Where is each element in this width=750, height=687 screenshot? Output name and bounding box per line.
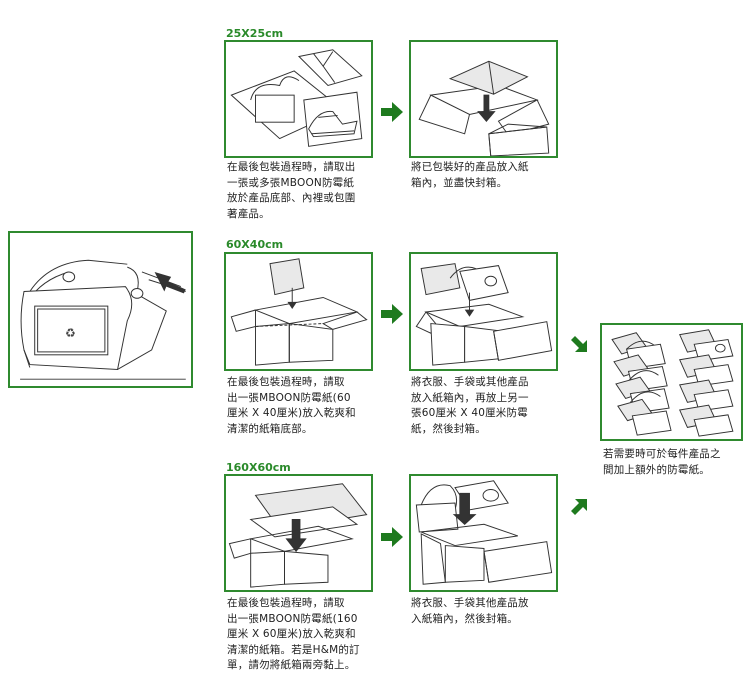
caption-row2-left: 在最後包裝過程時，請取 出一張MBOON防霉紙(60 厘米 X 40厘米)放入乾… bbox=[227, 376, 356, 435]
down-right-arrow-icon bbox=[569, 334, 589, 358]
panel-row1-items-in-bag bbox=[224, 40, 373, 158]
panel-row1-box bbox=[409, 40, 558, 158]
section-label-25x25: 25X25cm bbox=[226, 27, 284, 40]
caption-row2-right: 將衣服、手袋或其他產品 放入紙箱內，再放上另一 張60厘米 X 40厘米防霉 紙… bbox=[411, 376, 529, 435]
caption-row3-left: 在最後包裝過程時，請取 出一張MBOON防霉紙(160 厘米 X 60厘米)放入… bbox=[227, 597, 360, 671]
caption-row1-left: 在最後包裝過程時，請取出 一張或多張MBOON防霉紙 放於產品底部、內裡或包圍 … bbox=[227, 161, 356, 220]
right-arrow-icon bbox=[381, 527, 403, 551]
up-right-arrow-icon bbox=[569, 497, 589, 521]
caption-far-right: 若需要時可於每件產品之 間加上額外的防霉紙。 bbox=[603, 448, 721, 476]
right-arrow-icon bbox=[381, 102, 403, 126]
panel-bag-sticker: ♻ bbox=[8, 231, 193, 388]
section-label-60x40: 60X40cm bbox=[226, 238, 284, 251]
section-label-160x60: 160X60cm bbox=[226, 461, 291, 474]
panel-row3-products-in-box bbox=[409, 474, 558, 592]
panel-row3-sheet-into-box bbox=[224, 474, 373, 592]
caption-row3-right: 將衣服、手袋其他產品放 入紙箱內，然後封箱。 bbox=[411, 597, 529, 625]
right-arrow-icon bbox=[381, 304, 403, 328]
recycle-icon: ♻ bbox=[65, 326, 76, 340]
panel-layered-products bbox=[600, 323, 743, 441]
caption-row1-right: 將已包裝好的產品放入紙 箱內，並盡快封箱。 bbox=[411, 161, 529, 189]
panel-row2-sheet-into-box bbox=[224, 252, 373, 371]
panel-row2-products-in-box bbox=[409, 252, 558, 371]
